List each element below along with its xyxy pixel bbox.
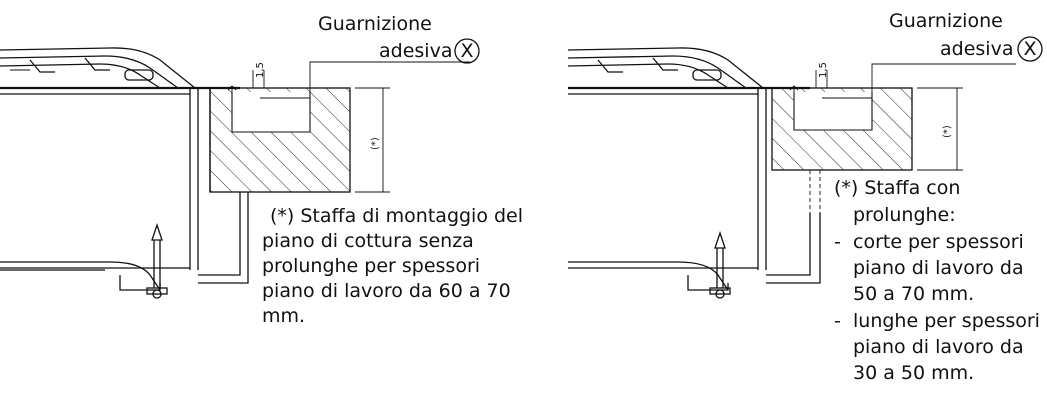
right-note-line: corte per spessori (853, 231, 1024, 253)
left-diagram: 1,5 (*) (0, 47, 470, 299)
left-cooktop-grate (0, 47, 196, 89)
left-thickness-dimension: (*) (355, 87, 390, 193)
right-cooktop-grate (567, 47, 764, 89)
right-screw-icon (709, 230, 731, 299)
right-note-line: (*) Staffa con (834, 177, 960, 199)
left-note-line: mm. (262, 305, 305, 327)
left-gap-dim-label: 1,5 (255, 62, 266, 78)
right-note-line: prolunghe: (853, 204, 956, 226)
right-diagram: 1,5 (*) (567, 47, 1016, 299)
left-note-line: piano di lavoro da 60 a 70 (262, 280, 511, 302)
right-note-bullet: - (834, 231, 841, 253)
left-note-line: prolunghe per spessori (262, 255, 480, 277)
left-gap-dimension: 1,5 (227, 62, 266, 94)
right-cooktop-body (568, 86, 810, 291)
left-thickness-marker: (*) (370, 137, 381, 150)
left-seal-label-line1: Guarnizione (318, 13, 432, 35)
left-note: (*) Staffa di montaggio del piano di cot… (262, 205, 523, 327)
left-screw-icon (146, 222, 168, 299)
right-worktop (771, 87, 913, 171)
right-seal-leader (822, 63, 1016, 99)
right-seal-marker: X (1017, 36, 1043, 62)
right-note-bullet: - (834, 310, 841, 332)
left-cooktop-body (0, 86, 240, 291)
right-seal-label-line2: adesiva (940, 38, 1013, 60)
right-note-line: 30 a 50 mm. (853, 362, 974, 384)
left-seal-leader (260, 61, 470, 99)
right-note-line: piano di lavoro da (853, 336, 1024, 358)
left-seal-label-line2: adesiva (379, 40, 452, 62)
left-worktop (209, 87, 351, 193)
right-note-line: lunghe per spessori (853, 310, 1040, 332)
right-note: (*) Staffa con prolunghe: - corte per sp… (834, 177, 1040, 384)
right-gap-dimension: 1,5 (789, 62, 829, 94)
right-note-line: 50 a 70 mm. (853, 283, 974, 305)
right-seal-label-line1: Guarnizione (889, 10, 1003, 32)
left-seal-marker: X (454, 38, 480, 64)
svg-text:X: X (460, 40, 473, 62)
right-gap-dim-label: 1,5 (818, 62, 829, 78)
svg-text:X: X (1023, 38, 1036, 60)
right-mounting-bracket (687, 170, 821, 291)
right-thickness-dimension: (*) (917, 87, 963, 171)
left-mounting-bracket (119, 192, 249, 291)
left-note-line: piano di cottura senza (262, 230, 474, 252)
left-note-line: (*) Staffa di montaggio del (270, 205, 523, 227)
right-note-line: piano di lavoro da (853, 257, 1024, 279)
right-thickness-marker: (*) (942, 125, 953, 138)
